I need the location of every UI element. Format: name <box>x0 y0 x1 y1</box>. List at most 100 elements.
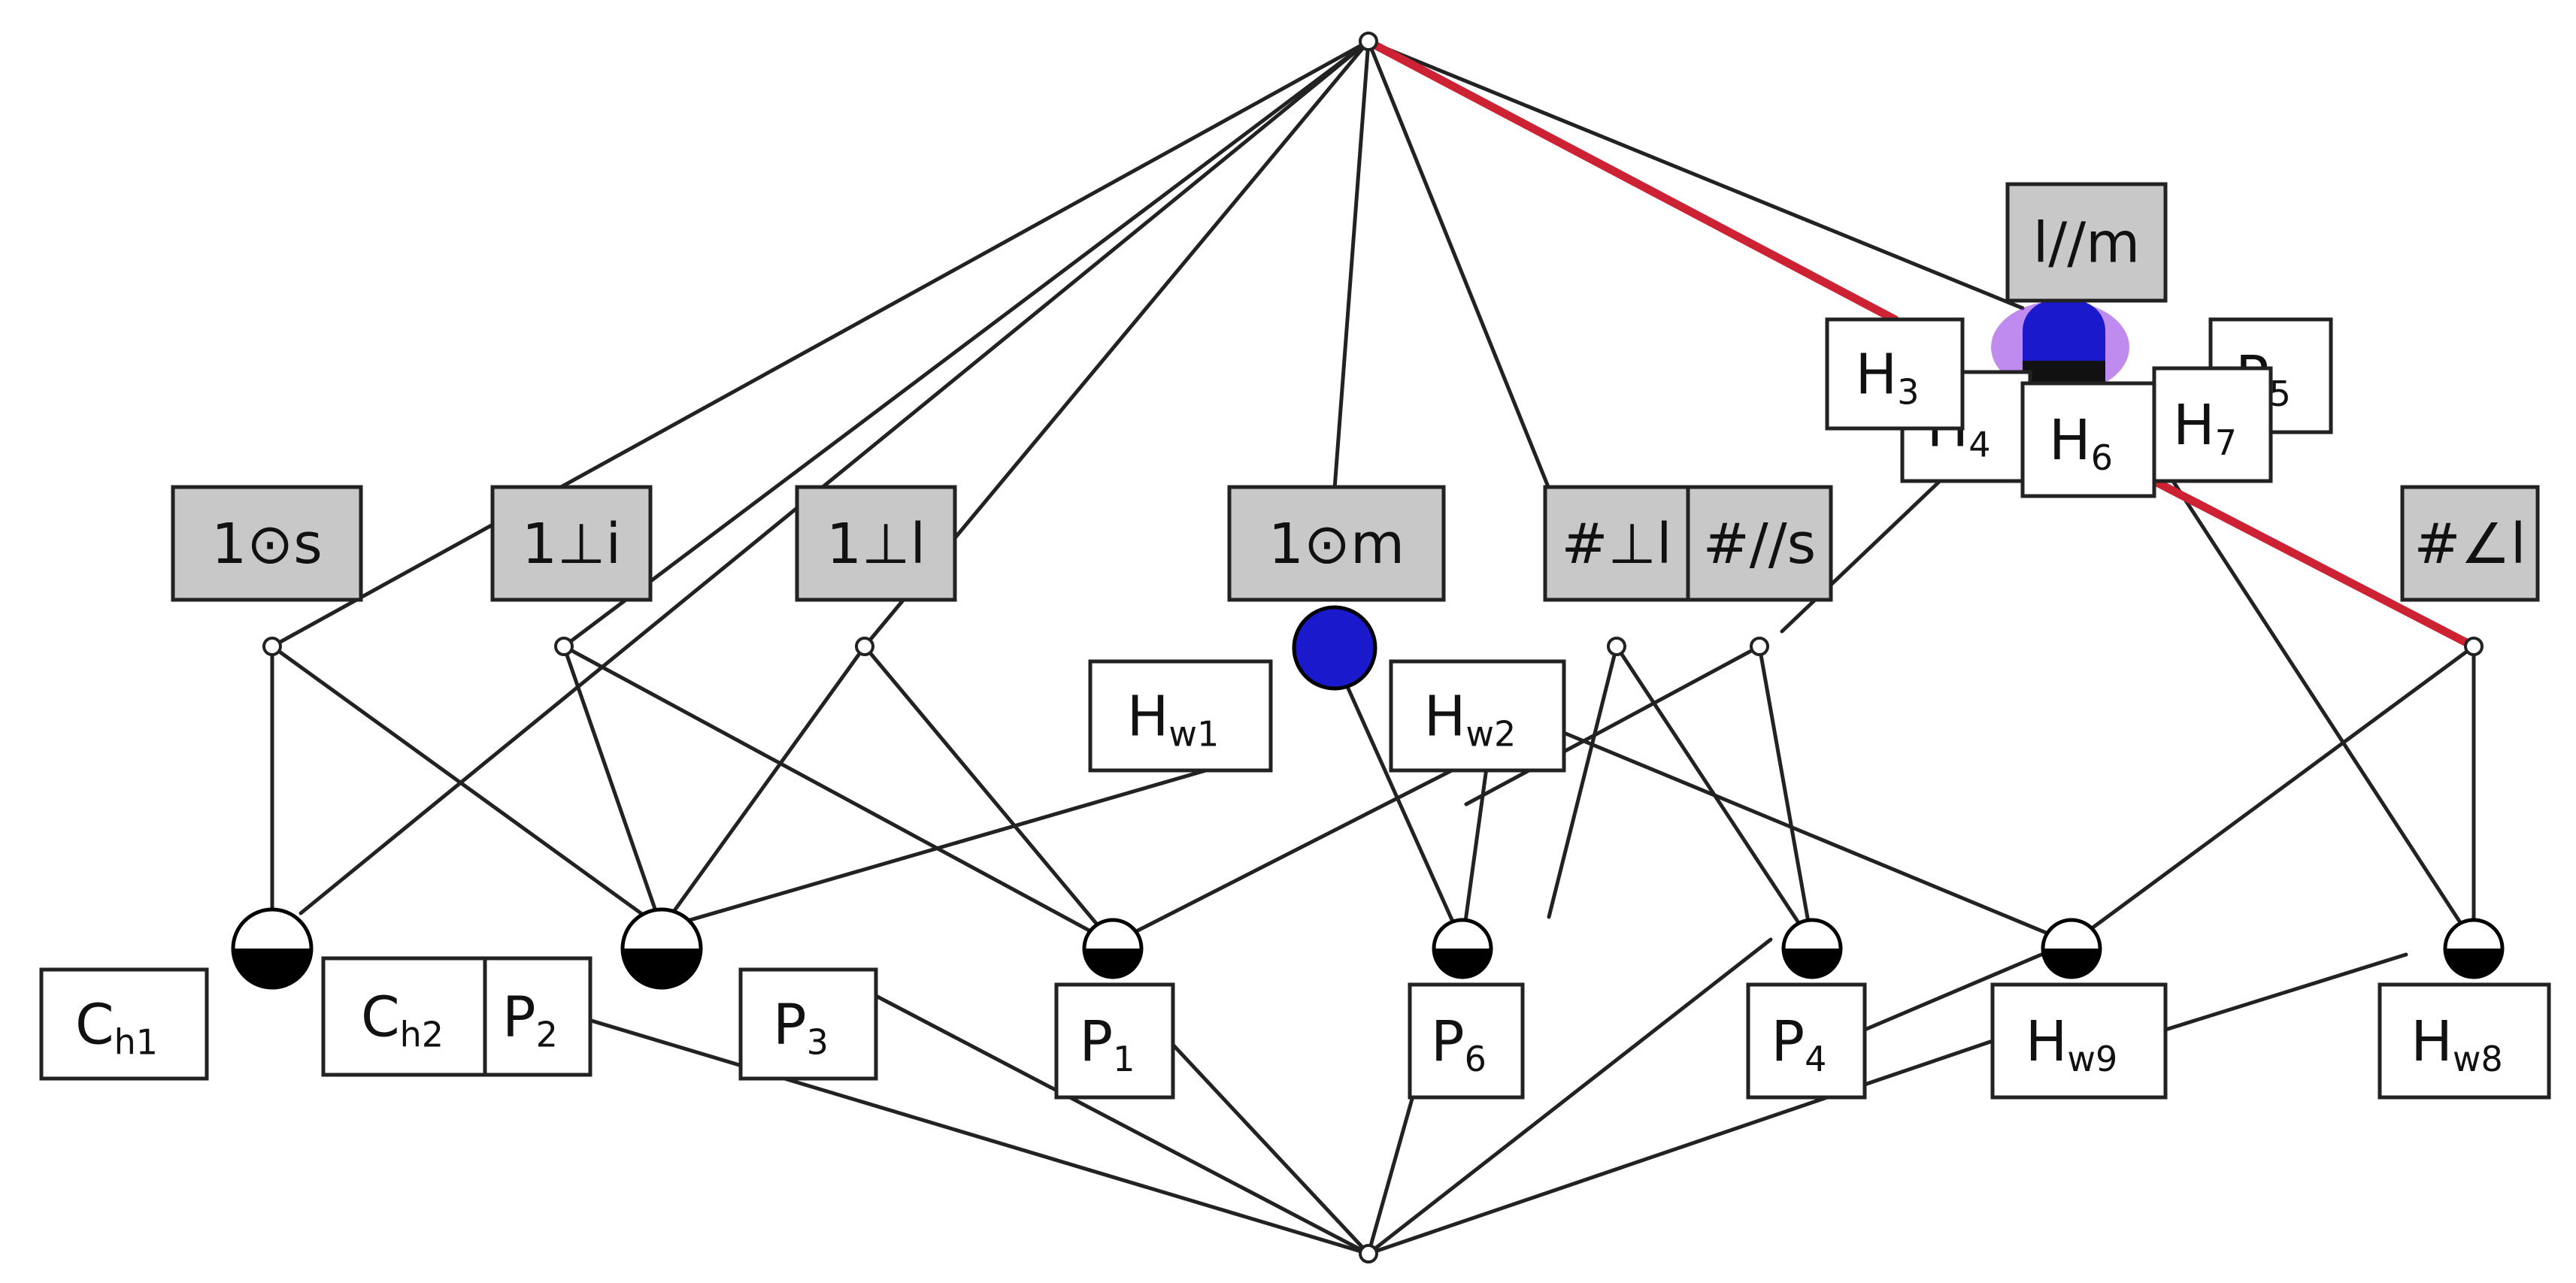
object-box-p1[interactable]: P1 <box>1054 982 1175 1100</box>
object-box-h3[interactable]: H3 <box>1825 317 1965 431</box>
attribute-label: #∠l <box>2414 512 2526 576</box>
edge <box>1464 644 1762 806</box>
object-box-ch1[interactable]: Ch1 <box>39 967 209 1081</box>
object-label: P6 <box>1431 1009 1487 1079</box>
object-label: P1 <box>1080 1009 1135 1079</box>
lattice-node[interactable] <box>855 637 874 656</box>
edge <box>270 644 664 930</box>
attribute-box-a8[interactable]: #∠l <box>2400 485 2540 602</box>
edge <box>562 644 664 930</box>
object-box-h7[interactable]: H7 <box>2152 366 2273 483</box>
edge <box>874 994 1371 1256</box>
object-label: H7 <box>2173 393 2237 463</box>
attribute-label: 1⊙s <box>211 512 323 576</box>
object-label: P3 <box>773 993 829 1063</box>
concept-node[interactable] <box>1781 918 1843 979</box>
object-labels: Ch1Ch2P2P3P1P6P4Hw9Hw8Hw1Hw2P5H4H3H7H6 <box>39 317 2551 1100</box>
edge <box>2171 479 2476 946</box>
attribute-box-a6[interactable]: #//s <box>1686 485 1833 602</box>
edge <box>299 39 1371 915</box>
highlight-edge <box>2150 477 2478 651</box>
object-label: Hw9 <box>2026 1009 2118 1079</box>
edge <box>1366 39 1551 491</box>
object-label: Ch2 <box>361 985 444 1055</box>
attribute-box-a4[interactable]: 1⊙m <box>1227 485 1446 602</box>
attribute-label: 1⊙m <box>1268 512 1405 576</box>
object-label: Hw2 <box>1424 685 1517 755</box>
edge <box>1757 644 1814 946</box>
lattice-node[interactable] <box>554 637 574 656</box>
concept-node[interactable] <box>231 907 314 990</box>
lattice-node[interactable] <box>2464 637 2484 656</box>
concept-node[interactable] <box>2041 918 2102 979</box>
object-label: Hw8 <box>2411 1009 2503 1079</box>
edge <box>1327 644 1465 946</box>
object-box-hw8[interactable]: Hw8 <box>2377 982 2551 1100</box>
object-label: P4 <box>1771 1009 1827 1079</box>
attribute-label: 1⊥l <box>826 512 926 576</box>
lattice-edges <box>270 39 2478 1256</box>
concept-nodes <box>231 907 2505 990</box>
edge <box>1171 1042 1371 1256</box>
object-box-hw2[interactable]: Hw2 <box>1389 659 1566 773</box>
attribute-box-a2[interactable]: 1⊥i <box>490 485 653 602</box>
lattice-node[interactable] <box>1607 637 1626 656</box>
object-box-p4[interactable]: P4 <box>1746 982 1867 1100</box>
edge <box>562 39 1371 649</box>
object-box-h6[interactable]: H6 <box>2020 381 2156 498</box>
attribute-box-a1[interactable]: 1⊙s <box>171 485 363 602</box>
concept-node[interactable] <box>2443 918 2505 979</box>
edge <box>494 990 1371 1256</box>
attribute-box-a5[interactable]: #⊥l <box>1543 485 1690 602</box>
edge <box>562 644 1115 946</box>
active-node-1om[interactable] <box>1292 605 1377 691</box>
edge <box>1460 749 1491 946</box>
edge <box>1366 1091 1416 1256</box>
edge <box>1366 937 1773 1256</box>
edge <box>1366 39 2025 310</box>
concept-node[interactable] <box>1082 918 1144 979</box>
object-label: P2 <box>502 985 558 1055</box>
object-box-p2[interactable]: P2 <box>483 956 592 1077</box>
object-label: Hw1 <box>1127 685 1220 755</box>
attribute-label: #//s <box>1703 512 1816 576</box>
edge <box>1562 731 2074 946</box>
bottom-node[interactable] <box>1359 1244 1378 1263</box>
edge <box>659 749 1273 930</box>
edge <box>1366 1039 1995 1256</box>
attribute-label: l//m <box>2033 211 2141 276</box>
object-box-ch2[interactable]: Ch2 <box>321 956 499 1077</box>
object-box-p3[interactable]: P3 <box>738 967 878 1081</box>
object-label: H3 <box>1856 343 1920 413</box>
attribute-box-a3[interactable]: 1⊥l <box>795 485 957 602</box>
edge <box>862 644 1115 946</box>
edge <box>2163 952 2408 1032</box>
edge <box>1780 479 1942 634</box>
concept-node[interactable] <box>1432 918 1493 979</box>
highlight-edge <box>1368 39 1899 324</box>
edge <box>1547 644 1619 919</box>
object-label: H6 <box>2049 408 2113 478</box>
edge <box>1862 952 2044 1032</box>
object-box-hw1[interactable]: Hw1 <box>1088 659 1273 773</box>
edge <box>1111 749 1491 946</box>
concept-node[interactable] <box>620 907 703 990</box>
lattice-small-nodes <box>262 32 2484 1263</box>
top-node[interactable] <box>1359 32 1378 51</box>
object-label: Ch1 <box>75 993 158 1063</box>
attribute-label: #⊥l <box>1561 512 1671 576</box>
edge <box>270 39 1371 649</box>
edge <box>1332 39 1371 491</box>
edge <box>2069 644 2476 946</box>
attribute-box-a7[interactable]: l//m <box>2005 182 2168 303</box>
lattice-node[interactable] <box>1750 637 1769 656</box>
edge <box>1614 644 1814 946</box>
attribute-label: 1⊥i <box>522 512 621 576</box>
object-box-p6[interactable]: P6 <box>1408 982 1525 1100</box>
object-box-hw9[interactable]: Hw9 <box>1990 982 2168 1100</box>
attribute-labels: 1⊙s 1⊥i 1⊥l 1⊙m #⊥l #//s l//m #∠l <box>171 182 2540 602</box>
lattice-node[interactable] <box>262 637 282 656</box>
edge <box>659 644 867 930</box>
